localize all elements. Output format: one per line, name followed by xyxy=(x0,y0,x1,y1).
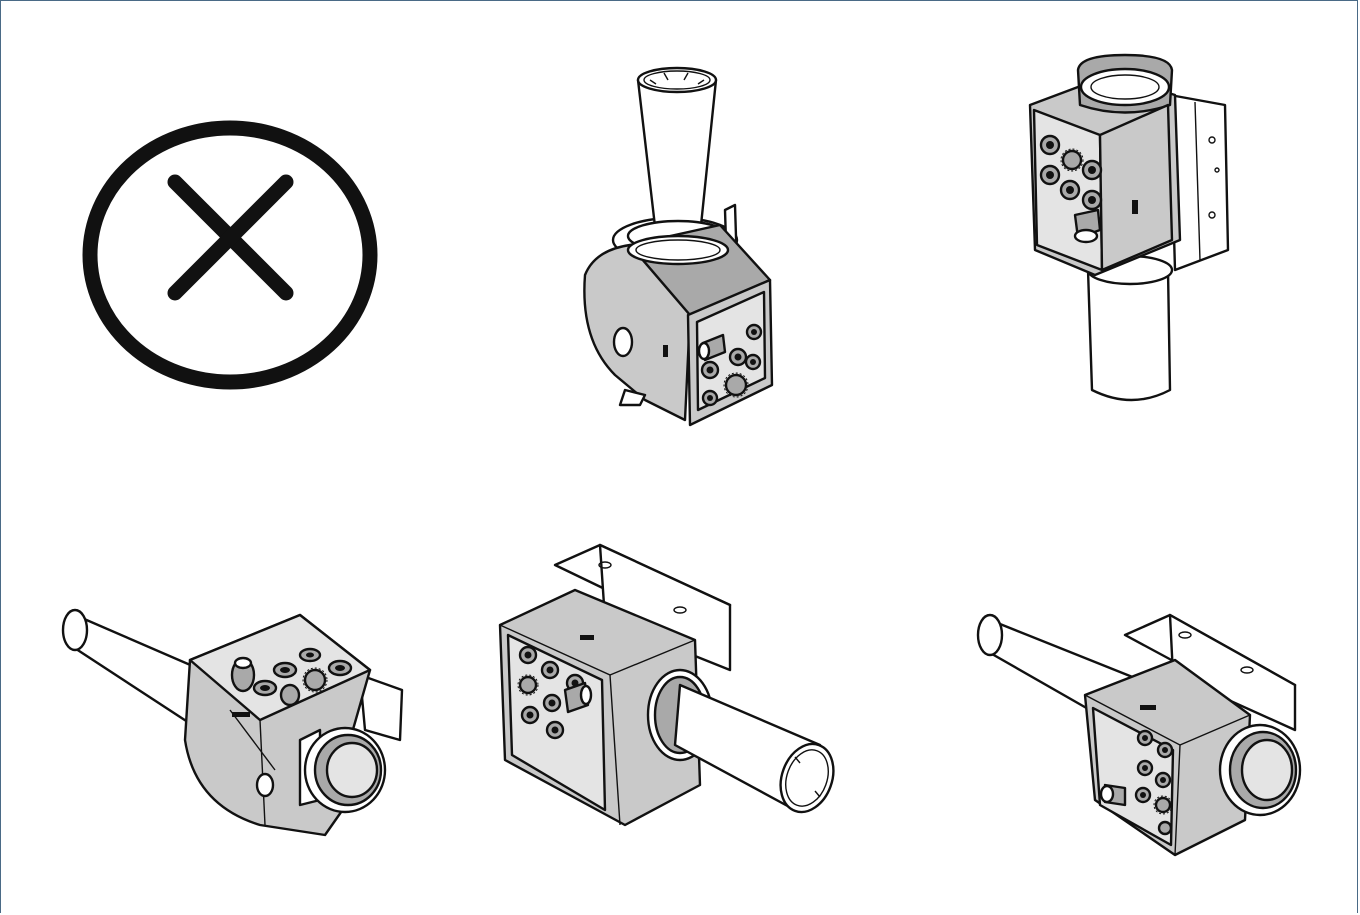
unit-horizontal-ports-up xyxy=(60,580,420,850)
unit-horizontal-ports-front xyxy=(975,590,1315,860)
circled-x-icon xyxy=(82,120,378,390)
unit-tube-up xyxy=(560,60,800,430)
unit-tube-down xyxy=(1020,50,1240,410)
unit-horizontal-tube-right xyxy=(490,535,850,875)
prohibited-panel xyxy=(80,120,380,395)
